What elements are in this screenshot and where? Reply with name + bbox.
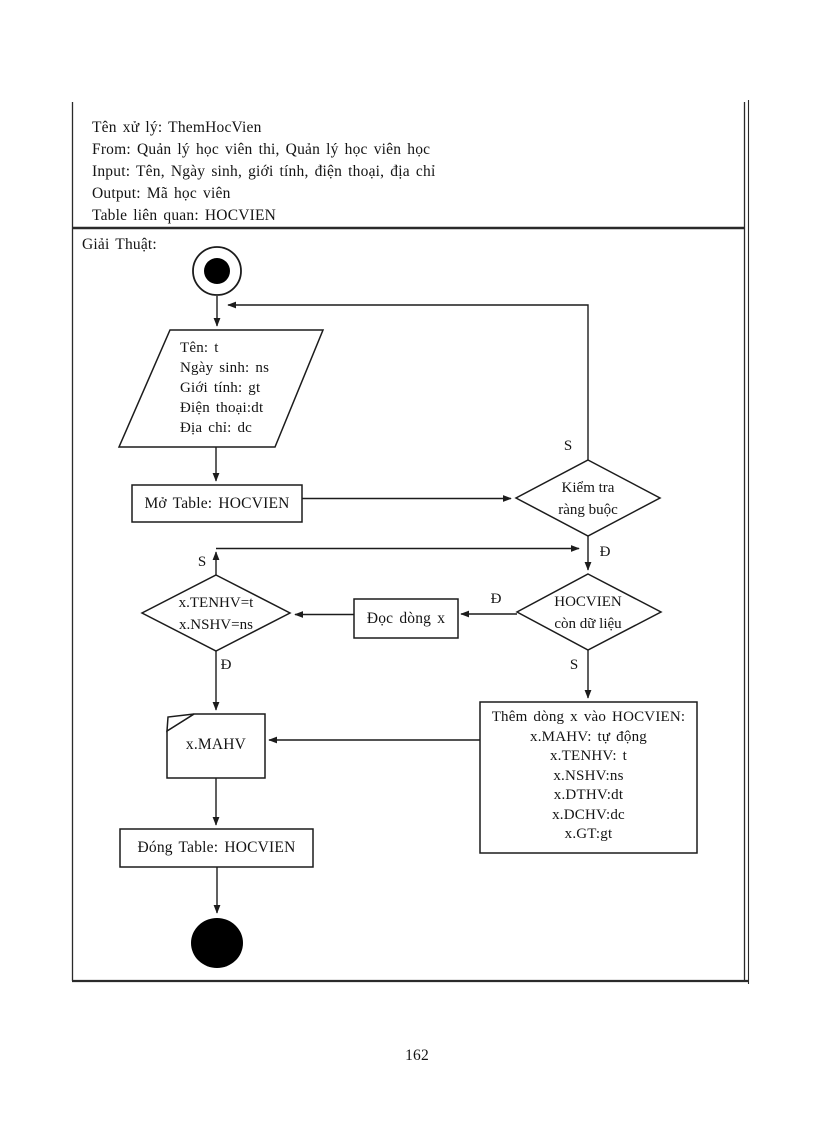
insert-row-box-shape xyxy=(479,701,698,854)
header-line-table: Table liên quan: HOCVIEN xyxy=(92,207,277,224)
insert-row-box: Thêm dòng x vào HOCVIEN: x.MAHV: tự động… xyxy=(480,708,697,845)
connectors xyxy=(212,296,592,914)
input-line-dien-thoai: Điện thoại:dt xyxy=(180,400,264,416)
branch-label-match-true: Đ xyxy=(220,657,232,673)
page-number: 162 xyxy=(405,1047,429,1064)
page-borders xyxy=(71,100,750,984)
branch-label-hasdata-false: S xyxy=(569,657,579,673)
header-line-ten-xu-ly: Tên xử lý: ThemHocVien xyxy=(92,119,262,136)
header-line-from: From: Quản lý học viên thi, Quản lý học … xyxy=(92,141,431,158)
branch-label-check-false: S xyxy=(563,438,573,454)
match-diamond-line1: x.TENHV=t xyxy=(178,595,254,611)
check-diamond-line2: ràng buộc xyxy=(558,502,618,518)
branch-label-hasdata-true: Đ xyxy=(490,591,502,607)
close-table-box-shape xyxy=(119,828,314,868)
branch-label-loop-false: S xyxy=(197,554,207,570)
read-row-box: Đọc dòng x xyxy=(366,609,446,627)
connector-check-false-loop xyxy=(227,301,589,460)
input-line-dia-chi: Địa chỉ: dc xyxy=(180,420,253,436)
input-parallelogram-text: Tên: t Ngày sinh: ns Giới tính: gt Điện … xyxy=(180,338,269,438)
has-data-diamond: HOCVIEN còn dữ liệu xyxy=(518,591,658,635)
input-line-ten: Tên: t xyxy=(180,340,219,356)
header-line-input: Input: Tên, Ngày sinh, giới tính, điện t… xyxy=(92,163,436,180)
insert-line-title: Thêm dòng x vào HOCVIEN: xyxy=(491,709,686,725)
section-label: Giải Thuật: xyxy=(82,236,157,253)
has-data-diamond-shape xyxy=(515,573,663,651)
header-line-output: Output: Mã học viên xyxy=(92,185,231,202)
match-diamond-line2: x.NSHV=ns xyxy=(179,617,253,633)
output-document: x.MAHV xyxy=(185,736,247,753)
open-table-box: Mở Table: HOCVIEN xyxy=(144,494,290,512)
check-constraint-diamond-shape xyxy=(514,459,662,537)
has-data-line2: còn dữ liệu xyxy=(554,616,622,632)
check-diamond-line1: Kiểm tra xyxy=(561,480,615,496)
insert-line-dchv: x.DCHV:dc xyxy=(552,806,625,823)
input-parallelogram-shape xyxy=(117,329,325,448)
input-line-ngay-sinh: Ngày sinh: ns xyxy=(180,360,270,376)
start-node xyxy=(192,246,242,296)
close-table-box: Đóng Table: HOCVIEN xyxy=(137,839,296,856)
match-diamond-shape xyxy=(140,574,292,652)
end-node xyxy=(191,918,243,968)
insert-line-dthv: x.DTHV:dt xyxy=(553,787,624,803)
open-table-box-shape xyxy=(131,484,303,523)
has-data-line1: HOCVIEN xyxy=(554,594,622,610)
insert-line-gt: x.GT:gt xyxy=(564,826,613,842)
header-info: Tên xử lý: ThemHocVien From: Quản lý học… xyxy=(92,117,435,227)
insert-line-mahv: x.MAHV: tự động xyxy=(530,728,647,745)
document-fold-corner xyxy=(166,713,195,733)
read-row-box-shape xyxy=(353,598,459,639)
match-diamond: x.TENHV=t x.NSHV=ns xyxy=(146,592,286,636)
input-line-gioi-tinh: Giới tính: gt xyxy=(180,380,261,396)
branch-label-check-true: Đ xyxy=(599,544,611,560)
check-constraint-diamond: Kiểm tra ràng buộc xyxy=(518,477,658,521)
insert-line-nshv: x.NSHV:ns xyxy=(553,767,624,784)
insert-line-tenhv: x.TENHV: t xyxy=(549,748,628,764)
